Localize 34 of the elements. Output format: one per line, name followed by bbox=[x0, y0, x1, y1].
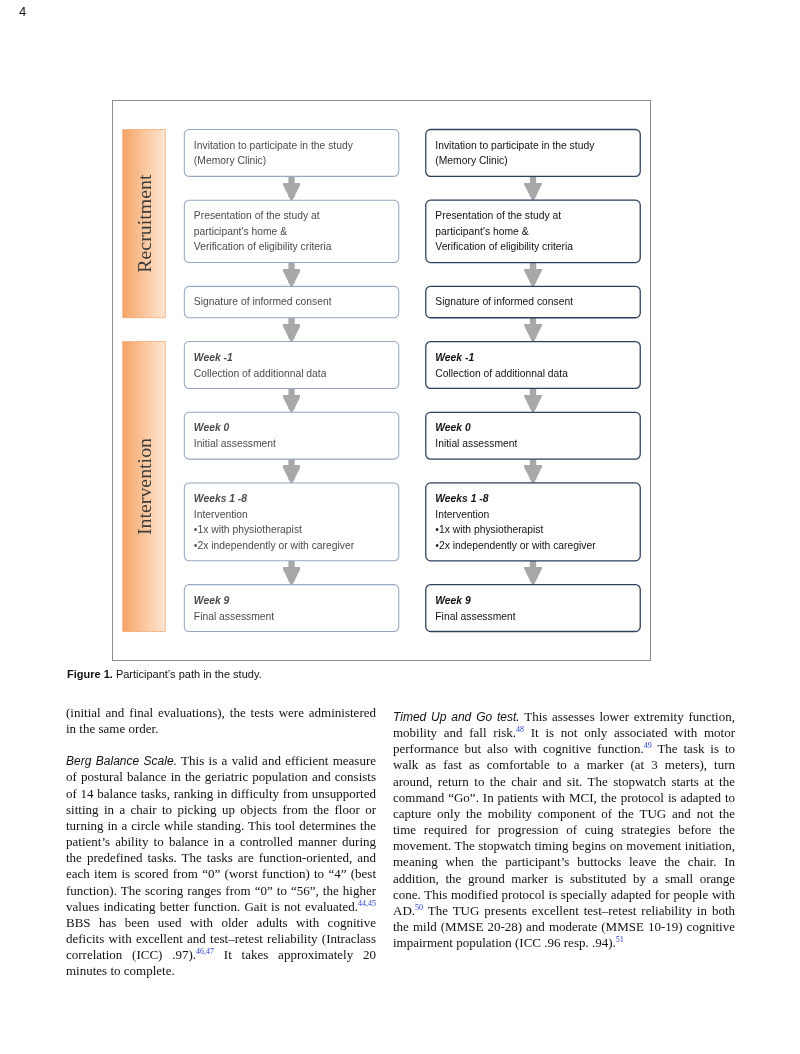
node-box bbox=[425, 584, 641, 633]
arrow bbox=[281, 317, 302, 343]
node-box bbox=[425, 285, 641, 319]
arrow bbox=[523, 560, 543, 586]
arrow bbox=[281, 459, 302, 484]
node-box bbox=[425, 128, 641, 177]
node-box bbox=[425, 411, 641, 460]
page-number: 4 bbox=[19, 4, 27, 19]
node-box bbox=[183, 129, 400, 177]
body-paragraph: Berg Balance Scale. This is a valid and efficient measure of postural balance in the geriatric population and consists of 14 balance tasks, ranking in difficulty from unsupported sitting in a chair to picking up objects from the floor or turning in a circle while standing. This tool determines the patient’s ability to balance in a controlled manner during the predefined tasks. The tasks are function-oriented, and each item is scored from “0” (worst function) to “4” (best function). The scoring ranges from “0” to “56”, the higher values indicating better function. Gait is not evaluated.$^{44,45}$ BBS has been used with older adults with cognitive deficits with excellent and test–retest reliability (Intraclass correlation (ICC) .97).$^{46,47}$ It takes approximately 20 minutes to complete. bbox=[66, 753, 376, 980]
arrow bbox=[523, 176, 543, 202]
figure-caption: Figure 1. Participant’s path in the study. bbox=[67, 668, 262, 680]
node-box bbox=[425, 482, 641, 562]
node-box bbox=[425, 340, 641, 390]
body-paragraph: (initial and final evaluations), the tests were administered in the same order. bbox=[66, 705, 376, 738]
node-box bbox=[122, 341, 166, 632]
node-box bbox=[183, 285, 400, 319]
arrow bbox=[523, 262, 543, 288]
node-box bbox=[183, 584, 400, 632]
arrow bbox=[523, 317, 543, 343]
arrow bbox=[523, 459, 543, 484]
node-box bbox=[122, 129, 166, 319]
arrow bbox=[281, 176, 302, 202]
arrow bbox=[281, 262, 302, 288]
node-box bbox=[183, 341, 400, 389]
node-box bbox=[183, 482, 400, 562]
figure-frame: Invitation to participate in the study (Memory Clinic) Presentation of the study at participant's home & Verification of eligibility criteria Signature of informed consent Week -1 Collection of additionnal data Week 0 Initial assessment Weeks 1 -8 Intervention •1x with physiotherapist •2x independently or with caregiver Week 9 Final assessment Invitation to participate in the study (Memory Clinic) Presentation of the study at participant's home & Verification of eligibility criteria Signature of informed consent Week -1 Collection of additionnal data Week 0 Initial assessment Weeks 1 -8 Intervention •1x with physiotherapist •2x independently or with caregiver Week 9 Final assessment Recruitment Intervention bbox=[112, 100, 651, 661]
node-box bbox=[183, 199, 400, 264]
arrow bbox=[281, 560, 302, 586]
body-paragraph: Timed Up and Go test. This assesses lower extremity function, mobility and fall risk.$^{48}$ It is not only associated with motor performance but also with cognitive function.$^{49}$ The task is to walk as fast as comfortable to a marker (at 3 meters), turn around, return to the chair and sit. The stopwatch starts at the command “Go”. In patients with MCI, the protocol is adapted to capture only the mobility component of the TUG and not the time required for progression of cuing strategies before the movement. The stopwatch timing begins on movement initiation, meaning when the participant’s buttocks leave the chair. In addition, the ground marker is substituted by a small orange cone. This modified protocol is specially adapted for people with AD.$^{50}$ The TUG presents excellent test–retest reliability in both the mild (MMSE 20-28) and moderate (MMSE 10-19) cognitive impairment population (ICC .96 resp. .94).$^{51}$ bbox=[393, 709, 735, 952]
node-box bbox=[425, 199, 641, 264]
arrow bbox=[523, 388, 543, 414]
node-box bbox=[183, 411, 400, 460]
arrow bbox=[281, 388, 302, 414]
